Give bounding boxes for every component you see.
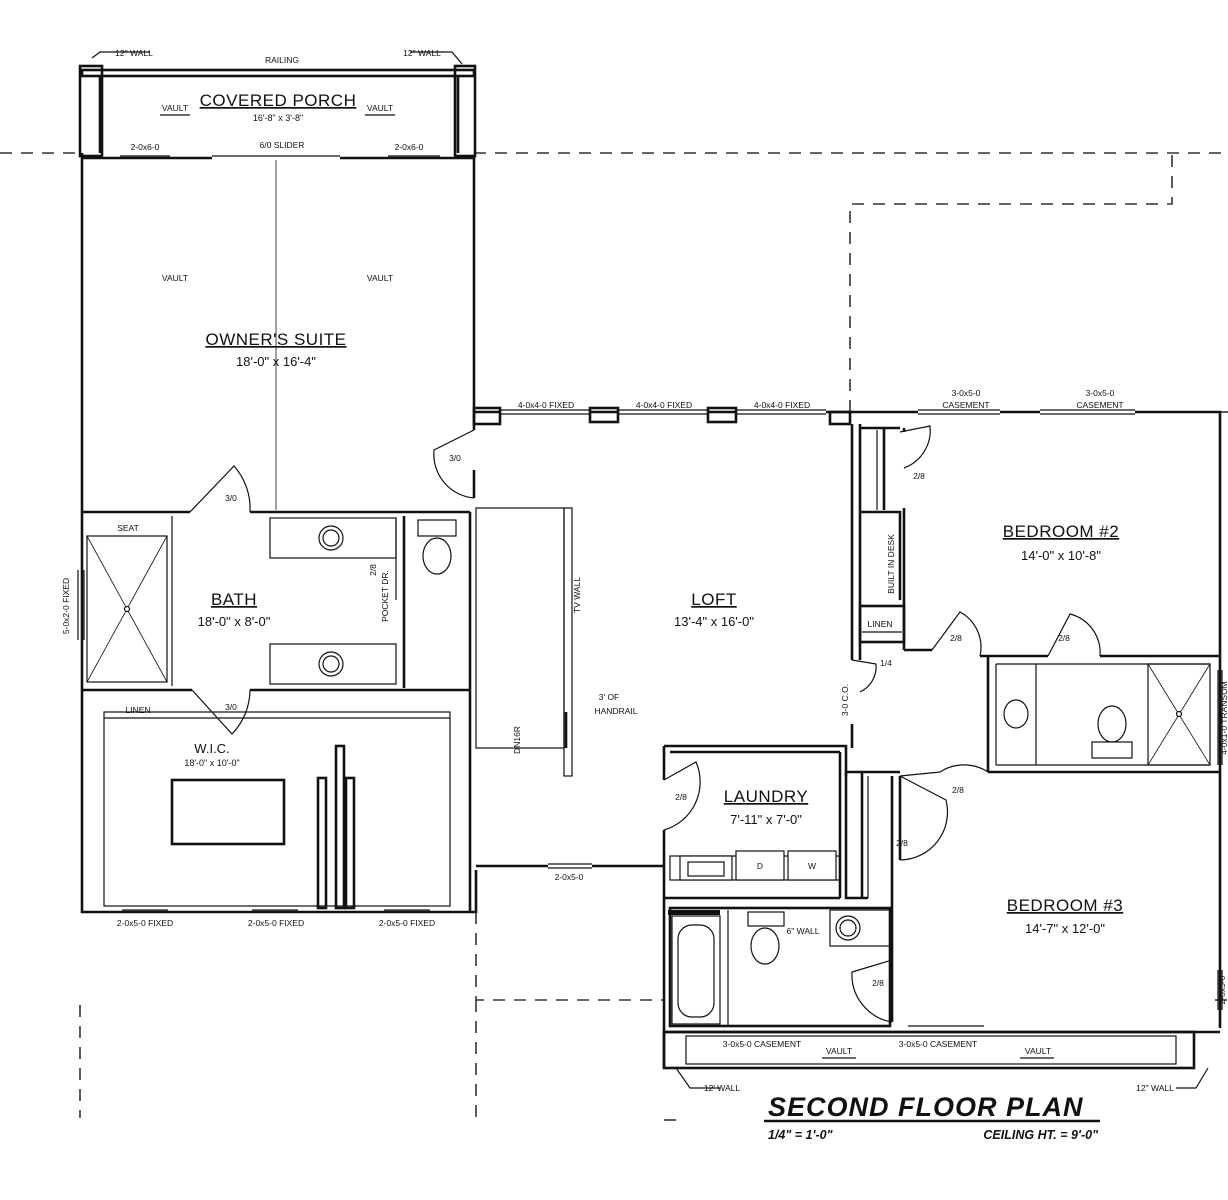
room-dims-laundry: 7'-11" x 7'-0" (730, 812, 802, 827)
note-12in-wall-bottom-left: 12' WALL (704, 1083, 741, 1093)
dashed-outlines (0, 152, 1228, 1121)
note-door-bed2-closet: 2/8 (913, 471, 925, 481)
room-label-covered-porch: COVERED PORCH (200, 91, 357, 110)
note-door-bed2-b: 2/8 (1058, 633, 1070, 643)
room-dims-bedroom-3: 14'-7" x 12'-0" (1025, 921, 1105, 936)
note-door-bath2: 2/8 (952, 785, 964, 795)
door-swings (189, 425, 1101, 1023)
note-window-fixed-1: 4-0x4-0 FIXED (518, 400, 574, 410)
note-slider: 6/0 SLIDER (260, 140, 305, 150)
note-door-bed2-a: 2/8 (950, 633, 962, 643)
plan-title: SECOND FLOOR PLAN (768, 1092, 1084, 1122)
plan-labels: COVERED PORCH 16'-8" x 3'-8" OWNER'S SUITE… (61, 48, 1228, 1093)
note-window-wic-fixed-2: 2-0x5-0 FIXED (248, 918, 304, 928)
walls (77, 153, 1223, 1089)
room-dims-wic: 18'-0" x 10'-0" (184, 758, 239, 768)
note-vault-suite-right: VAULT (367, 273, 393, 283)
note-door-suite: 3/0 (449, 453, 461, 463)
note-6in-wall: 6" WALL (787, 926, 820, 936)
room-label-wic: W.I.C. (194, 741, 229, 756)
note-casement-bottom-2: 3-0x5-0 CASEMENT (899, 1039, 977, 1049)
note-handrail-line-1: 3' OF (599, 692, 620, 702)
note-door-bath-top: 3/0 (225, 493, 237, 503)
room-label-owners-suite: OWNER'S SUITE (205, 330, 346, 349)
note-pocket-door-label: POCKET DR. (380, 570, 390, 622)
room-dims-owners-suite: 18'-0" x 16'-4" (236, 354, 316, 369)
room-dims-bath: 18'-0" x 8'-0" (198, 614, 271, 629)
room-dims-bedroom-2: 14'-0" x 10'-8" (1021, 548, 1101, 563)
plan-scale: 1/4" = 1'-0" (768, 1128, 834, 1142)
note-bath-window: 5-0x2-0 FIXED (61, 578, 71, 634)
note-12in-wall-top-left: 12" WALL (115, 48, 153, 58)
room-label-bedroom-3: BEDROOM #3 (1007, 896, 1123, 915)
room-label-laundry: LAUNDRY (724, 787, 808, 806)
note-window-2x5-loft: 2-0x5-0 (555, 872, 584, 882)
note-window-wic-fixed-3: 2-0x5-0 FIXED (379, 918, 435, 928)
note-vault-suite-left: VAULT (162, 273, 188, 283)
note-vault-bottom-2: VAULT (1025, 1046, 1051, 1056)
note-dryer: D (757, 861, 763, 871)
room-dims-covered-porch: 16'-8" x 3'-8" (253, 113, 303, 123)
room-label-loft: LOFT (691, 590, 736, 609)
room-label-bath: BATH (211, 590, 257, 609)
note-12in-wall-top-right: 12" WALL (403, 48, 441, 58)
covered-porch-area (78, 51, 477, 158)
room-label-bedroom-2: BEDROOM #2 (1003, 522, 1119, 541)
note-window-2x6-left: 2-0x6-0 (131, 142, 160, 152)
note-door-bath-bottom: 3/0 (225, 702, 237, 712)
note-casement-bottom-1: 3-0x5-0 CASEMENT (723, 1039, 801, 1049)
note-vault-bottom-1: VAULT (826, 1046, 852, 1056)
note-built-in-desk: BUILT IN DESK (886, 534, 896, 594)
note-door-bed3: 2/8 (872, 978, 884, 988)
note-casement-2-size: 3-0x5-0 (1086, 388, 1115, 398)
note-vault-porch-right: VAULT (367, 103, 393, 113)
note-door-bed3-closet: 2/8 (896, 838, 908, 848)
note-window-2x5-bed3: 2-0x5-0 (1217, 975, 1227, 1004)
note-washer: W (808, 861, 816, 871)
note-window-fixed-2: 4-0x4-0 FIXED (636, 400, 692, 410)
note-door-linen: 1/4 (880, 658, 892, 668)
note-window-2x6-right: 2-0x6-0 (395, 142, 424, 152)
note-window-wic-fixed-1: 2-0x5-0 FIXED (117, 918, 173, 928)
note-linen-hall: LINEN (867, 619, 892, 629)
note-window-fixed-3: 4-0x4-0 FIXED (754, 400, 810, 410)
note-linen-wic: LINEN (125, 705, 150, 715)
note-casement-1-type: CASEMENT (942, 400, 989, 410)
note-stair-down: DN16R (512, 726, 522, 754)
note-railing: RAILING (265, 55, 299, 65)
plan-ceiling-height: CEILING HT. = 9'-0" (983, 1128, 1099, 1142)
note-casement-2-type: CASEMENT (1076, 400, 1123, 410)
note-pocket-door-size: 2/8 (368, 564, 378, 576)
note-tv-wall: TV WALL (572, 577, 582, 613)
note-door-laundry: 2/8 (675, 792, 687, 802)
room-dims-loft: 13'-4" x 16'-0" (674, 614, 754, 629)
note-transom: 4-0x1-0 TRANSOM (1219, 681, 1228, 755)
title-block: SECOND FLOOR PLAN 1/4" = 1'-0" CEILING H… (764, 1092, 1100, 1142)
note-handrail-line-2: HANDRAIL (595, 706, 638, 716)
note-cased-opening: 3-0 C.O. (840, 684, 850, 716)
note-vault-porch-left: VAULT (162, 103, 188, 113)
note-seat: SEAT (117, 523, 139, 533)
note-casement-1-size: 3-0x5-0 (952, 388, 981, 398)
note-12in-wall-bottom-right: 12" WALL (1136, 1083, 1174, 1093)
